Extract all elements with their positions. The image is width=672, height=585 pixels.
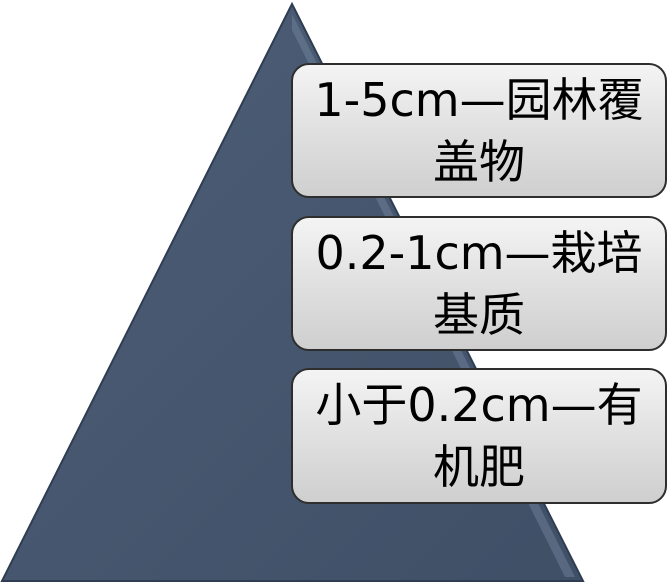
pyramid-level-top: 1-5cm—园林覆盖物: [291, 63, 667, 198]
pyramid-level-middle: 0.2-1cm—栽培基质: [291, 216, 667, 351]
pyramid-level-bottom: 小于0.2cm—有机肥: [291, 368, 667, 504]
